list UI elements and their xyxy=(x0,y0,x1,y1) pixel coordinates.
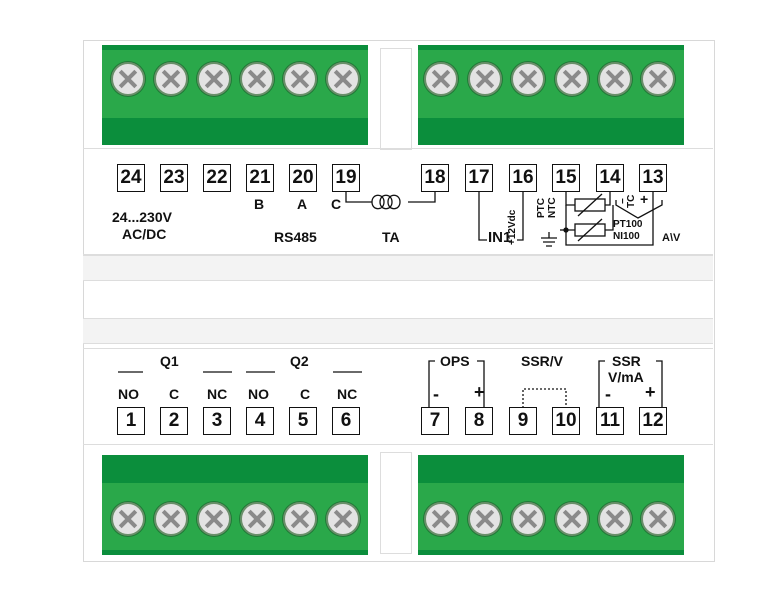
screw-icon xyxy=(154,62,188,96)
terminal-22[interactable]: 22 xyxy=(203,164,231,192)
q1-label: Q1 xyxy=(160,353,179,369)
screw-icon xyxy=(326,502,360,536)
terminal-24[interactable]: 24 xyxy=(117,164,145,192)
screw-icon xyxy=(197,62,231,96)
screw-icon xyxy=(424,62,458,96)
screw-icon xyxy=(424,502,458,536)
q2-label: Q2 xyxy=(290,353,309,369)
q2-nc-label: NC xyxy=(337,386,358,402)
rs485-b-label: B xyxy=(254,196,265,212)
ops-minus-label: - xyxy=(433,384,439,404)
terminal-19[interactable]: 19 xyxy=(332,164,360,192)
housing-clip xyxy=(380,48,412,150)
ssr-v-label: SSR/V xyxy=(521,353,564,369)
power-voltage-label: 24...230V xyxy=(112,209,172,225)
ops-plus-label: + xyxy=(474,382,485,402)
terminal-block-top-left xyxy=(102,45,368,145)
terminal-17[interactable]: 17 xyxy=(465,164,493,192)
screw-icon xyxy=(197,502,231,536)
terminal-3[interactable]: 3 xyxy=(203,407,231,435)
screw-icon xyxy=(511,502,545,536)
analog-av-label: A\V xyxy=(662,232,681,244)
screw-icon xyxy=(641,62,675,96)
terminal-23[interactable]: 23 xyxy=(160,164,188,192)
screw-icon xyxy=(598,502,632,536)
terminal-18[interactable]: 18 xyxy=(421,164,449,192)
terminal-21[interactable]: 21 xyxy=(246,164,274,192)
terminal-12[interactable]: 12 xyxy=(639,407,667,435)
power-type-label: AC/DC xyxy=(122,226,167,242)
ssr-label: SSR xyxy=(612,353,641,369)
screw-icon xyxy=(154,502,188,536)
terminal-block-bottom-right xyxy=(418,455,684,555)
q1-no-label: NO xyxy=(118,386,139,402)
in1-label: IN1 xyxy=(488,229,512,246)
screw-icon xyxy=(326,62,360,96)
screw-icon xyxy=(111,62,145,96)
12vdc-label: +12Vdc xyxy=(507,209,518,245)
tc-plus-label: + xyxy=(640,191,649,207)
terminal-4[interactable]: 4 xyxy=(246,407,274,435)
q1-c-label: C xyxy=(169,386,180,402)
terminal-block-top-right xyxy=(418,45,684,145)
terminal-9[interactable]: 9 xyxy=(509,407,537,435)
ssr-plus-label: + xyxy=(645,382,656,402)
screw-icon xyxy=(598,62,632,96)
terminal-1[interactable]: 1 xyxy=(117,407,145,435)
ni100-label: NI100 xyxy=(613,231,640,242)
terminal-13[interactable]: 13 xyxy=(639,164,667,192)
terminal-15[interactable]: 15 xyxy=(552,164,580,192)
housing-clip xyxy=(380,452,412,554)
pt100-label: PT100 xyxy=(613,219,643,230)
terminal-2[interactable]: 2 xyxy=(160,407,188,435)
rs485-a-label: A xyxy=(297,196,308,212)
vma-label: V/mA xyxy=(608,369,644,385)
screw-icon xyxy=(283,502,317,536)
ta-label: TA xyxy=(382,229,400,245)
bottom-label-panel xyxy=(83,348,713,445)
screw-icon xyxy=(511,62,545,96)
terminal-16[interactable]: 16 xyxy=(509,164,537,192)
screw-icon xyxy=(468,502,502,536)
housing-ridge xyxy=(83,318,713,344)
terminal-8[interactable]: 8 xyxy=(465,407,493,435)
rs485-c-label: C xyxy=(331,196,342,212)
terminal-20[interactable]: 20 xyxy=(289,164,317,192)
terminal-11[interactable]: 11 xyxy=(596,407,624,435)
screw-icon xyxy=(555,502,589,536)
q2-no-label: NO xyxy=(248,386,269,402)
terminal-block-bottom-left xyxy=(102,455,368,555)
terminal-7[interactable]: 7 xyxy=(421,407,449,435)
ptc-label: PTC xyxy=(536,198,547,218)
terminal-14[interactable]: 14 xyxy=(596,164,624,192)
housing-ridge xyxy=(83,255,713,281)
screw-icon xyxy=(111,502,145,536)
q1-nc-label: NC xyxy=(207,386,228,402)
terminal-10[interactable]: 10 xyxy=(552,407,580,435)
screw-icon xyxy=(240,502,274,536)
terminal-6[interactable]: 6 xyxy=(332,407,360,435)
screw-icon xyxy=(555,62,589,96)
rs485-label: RS485 xyxy=(274,229,317,245)
tc-label: TC xyxy=(626,194,637,208)
screw-icon xyxy=(468,62,502,96)
q2-c-label: C xyxy=(300,386,311,402)
terminal-5[interactable]: 5 xyxy=(289,407,317,435)
top-label-panel xyxy=(83,148,713,255)
ssr-minus-label: - xyxy=(605,384,611,404)
ntc-label: NTC xyxy=(547,197,558,218)
ops-label: OPS xyxy=(440,353,470,369)
screw-icon xyxy=(240,62,274,96)
screw-icon xyxy=(641,502,675,536)
screw-icon xyxy=(283,62,317,96)
